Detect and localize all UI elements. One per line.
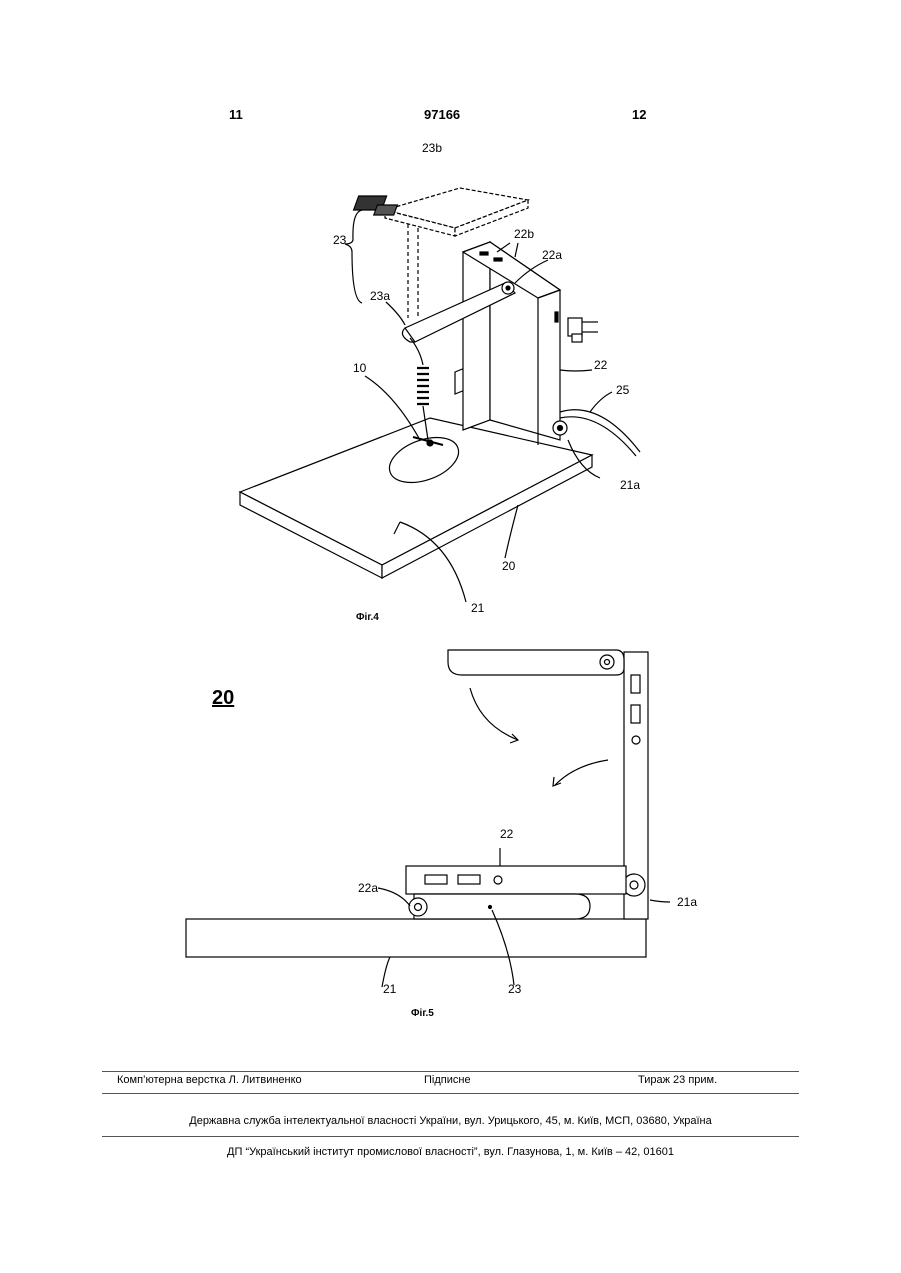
arm-folded bbox=[414, 894, 590, 919]
label-21: 21 bbox=[471, 601, 485, 615]
label-25: 25 bbox=[616, 383, 630, 397]
figure-4-caption: Фіг.4 bbox=[356, 612, 379, 623]
label-23-fig5: 23 bbox=[508, 982, 522, 996]
label-22-fig5: 22 bbox=[500, 827, 514, 841]
arm-raised bbox=[448, 650, 624, 675]
label-21a-fig5: 21a bbox=[677, 895, 697, 909]
footer-divider-middle bbox=[102, 1093, 799, 1094]
label-22a-fig5: 22a bbox=[358, 881, 378, 895]
figure-4-drawing: 23b 23 22b 22a 23a 10 22 25 21a 20 21 bbox=[0, 0, 901, 640]
label-20-large: 20 bbox=[212, 687, 234, 709]
label-10: 10 bbox=[353, 361, 367, 375]
footer-agency-address: Державна служба інтелектуальної власност… bbox=[102, 1115, 799, 1127]
label-23a: 23a bbox=[370, 289, 390, 303]
footer-divider-bottom bbox=[102, 1136, 799, 1137]
label-22b: 22b bbox=[514, 227, 534, 241]
figure-5-caption: Фіг.5 bbox=[411, 1008, 434, 1019]
stand-front-edge bbox=[463, 242, 490, 430]
footer-signed: Підписне bbox=[424, 1074, 471, 1086]
label-22: 22 bbox=[594, 358, 608, 372]
footer-institute-address: ДП “Український інститут промислової вла… bbox=[102, 1146, 799, 1158]
figure-5-drawing: 20 22 22a 21a 21 23 bbox=[0, 630, 901, 1010]
base-side-view bbox=[186, 919, 646, 957]
label-21a: 21a bbox=[620, 478, 640, 492]
label-23b: 23b bbox=[422, 141, 442, 155]
footer-layout-credit: Комп’ютерна верстка Л. Литвиненко bbox=[117, 1074, 302, 1086]
label-23: 23 bbox=[333, 233, 347, 247]
footer-divider-top bbox=[102, 1071, 799, 1072]
label-22a: 22a bbox=[542, 248, 562, 262]
label-21-fig5: 21 bbox=[383, 982, 397, 996]
footer-circulation: Тираж 23 прим. bbox=[638, 1074, 717, 1086]
label-20: 20 bbox=[502, 559, 516, 573]
